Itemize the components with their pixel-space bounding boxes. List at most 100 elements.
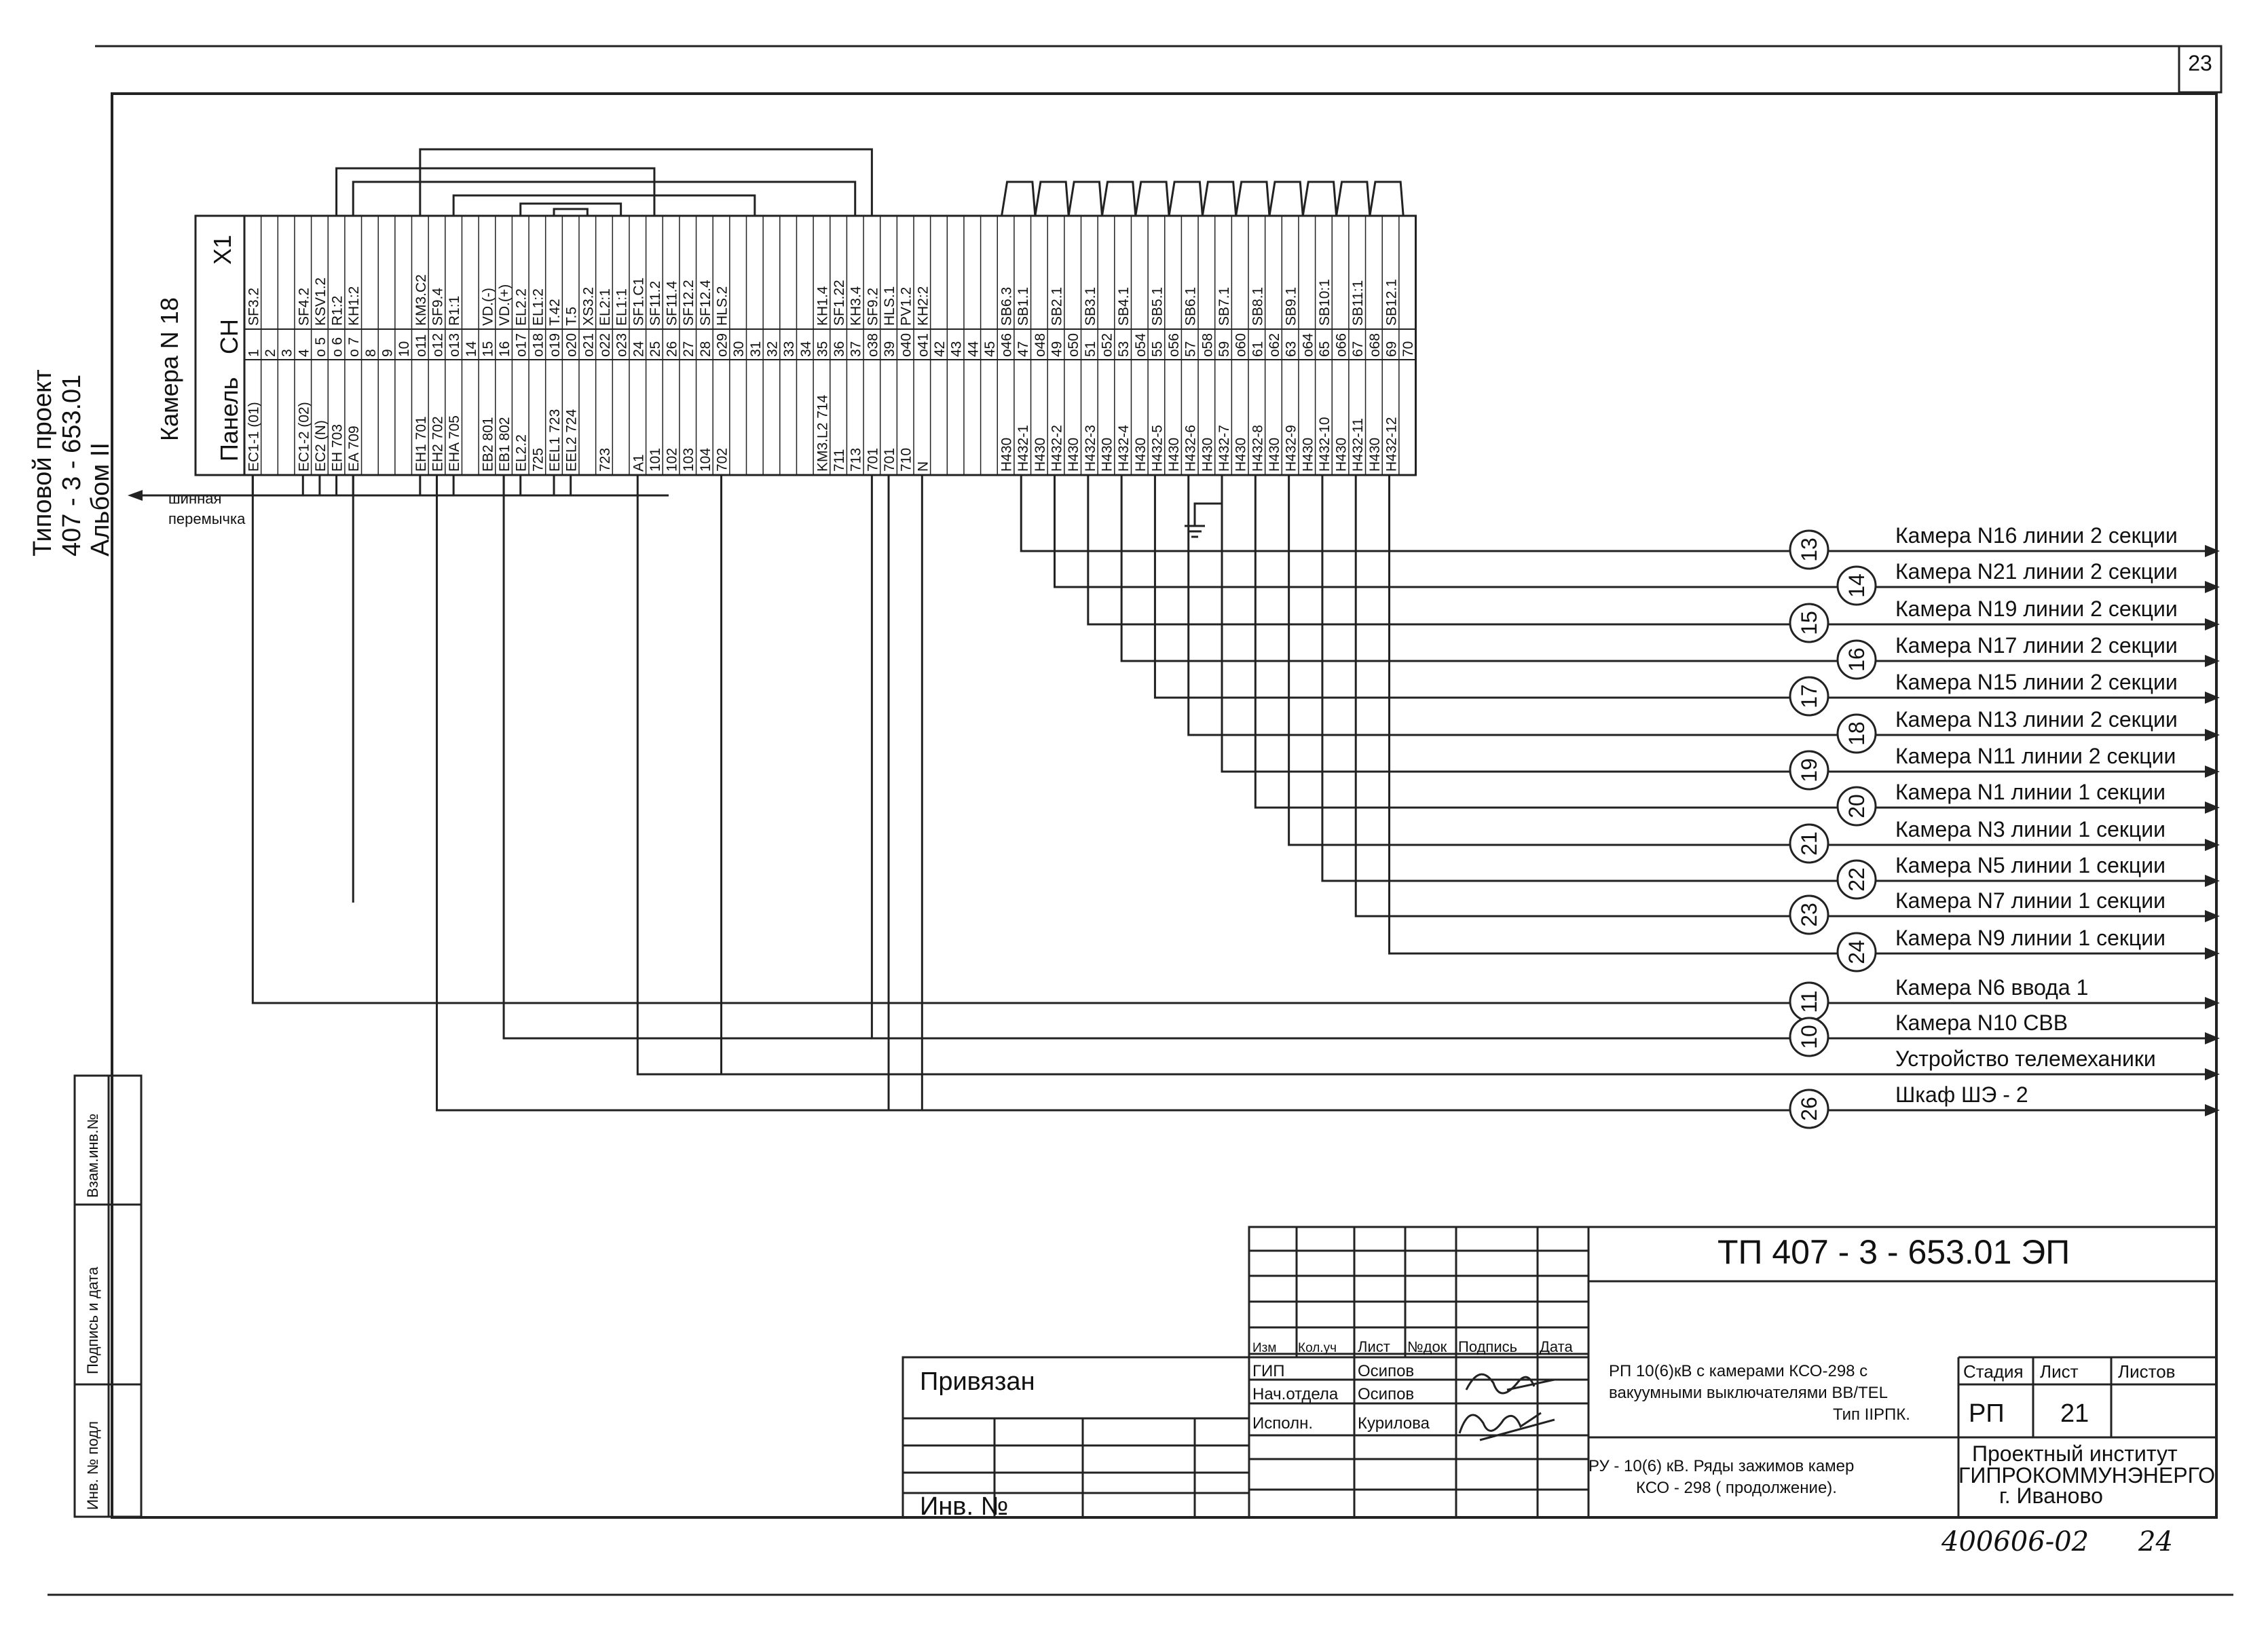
terminal-bottom-label: N — [915, 461, 931, 472]
terminal-bottom-label: EB1 802 — [497, 417, 513, 472]
terminal: 30 — [731, 341, 747, 357]
sb-jumper — [1034, 181, 1070, 216]
terminal-bottom-label: EC2 (N) — [313, 420, 329, 472]
terminal-number: o20 — [564, 333, 580, 357]
terminal-number: 53 — [1116, 341, 1132, 357]
connection-number-circle — [1836, 565, 1877, 606]
terminal: 2 — [263, 349, 278, 357]
terminal-number: o52 — [1099, 333, 1115, 357]
head-izm: Изм — [1252, 1341, 1276, 1355]
terminal-number: 59 — [1216, 341, 1232, 357]
title-block — [901, 1226, 2218, 1519]
terminal-top-label: SF4.2 — [296, 288, 312, 326]
terminal-top-label: KH1.4 — [815, 286, 830, 326]
terminal-top-label: PV1.2 — [899, 287, 914, 326]
terminal-bottom-label: H432-2 — [1049, 425, 1065, 472]
list-value: 21 — [2060, 1399, 2089, 1428]
connection-number-circle — [1836, 786, 1877, 827]
terminal: 42 — [932, 341, 948, 357]
sb-jumper — [1369, 181, 1405, 216]
connection-number: 24 — [1844, 940, 1869, 964]
top-jumper — [335, 167, 656, 216]
connection-number: 11 — [1797, 990, 1821, 1013]
terminal-bottom-label: H430 — [1066, 438, 1081, 472]
terminal-number: o17 — [514, 333, 529, 357]
terminal-number: 2 — [263, 349, 278, 357]
terminal-top-label: SB10:1 — [1317, 279, 1333, 326]
listov-label: Листов — [2118, 1361, 2175, 1382]
terminal-top-label: KM3.C2 — [413, 274, 429, 326]
terminal: 14 — [464, 341, 479, 357]
terminal-number: o68 — [1367, 333, 1383, 357]
sb-jumper — [1201, 181, 1238, 216]
terminal-top-label: T.5 — [564, 307, 580, 326]
terminal-number: 31 — [748, 341, 764, 357]
connection-label: Камера N15 линии 2 секции — [1895, 670, 2178, 694]
role-nach: Нач.отдела — [1252, 1385, 1339, 1403]
terminal: 44 — [965, 341, 981, 357]
terminal-bottom-label: 711 — [832, 449, 847, 472]
terminal-bottom-label: 701 — [882, 448, 897, 472]
connection-number-circle — [1789, 529, 1829, 570]
terminal-number: 61 — [1250, 341, 1265, 357]
stadiya-label: Стадия — [1963, 1361, 2024, 1382]
sb-jumper — [1268, 181, 1304, 216]
terminal-number: o13 — [447, 333, 462, 357]
camera-label: Камера N 18 — [155, 297, 183, 441]
terminal-top-label: EL2:1 — [597, 288, 613, 326]
terminal-bottom-label: KM3.L2 714 — [815, 394, 830, 472]
terminal-number: o38 — [865, 333, 880, 357]
connection-label: Камера N16 линии 2 секции — [1895, 523, 2178, 548]
head-doc: №док — [1407, 1338, 1447, 1355]
terminal-number: 44 — [965, 341, 981, 357]
terminal-number: 30 — [731, 341, 747, 357]
connection-label: Камера N1 линии 1 секции — [1895, 780, 2165, 804]
terminal-number: 51 — [1083, 341, 1098, 357]
terminal-bottom-label: EH 703 — [330, 424, 346, 472]
connection-label: Камера N6 ввода 1 — [1895, 975, 2088, 1000]
terminal: 31 — [748, 341, 764, 357]
terminal-bottom-label: H432-7 — [1216, 425, 1232, 472]
connection-number: 19 — [1797, 758, 1821, 782]
sheet-number: 23 — [2188, 51, 2212, 75]
terminal-number: o40 — [899, 333, 914, 357]
terminal-top-label: SB8.1 — [1250, 287, 1265, 326]
terminal-bottom-label: H430 — [1033, 438, 1048, 472]
inv-no-label: Инв. № — [920, 1492, 1008, 1521]
terminal-number: o60 — [1233, 333, 1249, 357]
terminal-bottom-label: H430 — [1334, 438, 1350, 472]
terminal-number: 16 — [497, 341, 513, 357]
terminal-number: o56 — [1166, 333, 1182, 357]
svg-text:Альбом II: Альбом II — [86, 442, 115, 556]
connection-label: Камера N7 линии 1 секции — [1895, 888, 2165, 913]
signature-1 — [1465, 1373, 1555, 1395]
terminal-bottom-label: H430 — [1367, 438, 1383, 472]
connection-number: 17 — [1797, 684, 1821, 708]
terminal-top-label: SB9.1 — [1284, 287, 1299, 326]
terminal-bottom-label: EB2 801 — [480, 417, 496, 472]
peremychka-label: перемычка — [168, 510, 246, 527]
terminal-number: 8 — [363, 349, 379, 357]
top-jumper — [419, 148, 873, 216]
terminal-bottom-label: 102 — [665, 448, 680, 472]
terminal: 8 — [363, 349, 379, 357]
connection-label: Камера N3 линии 1 секции — [1895, 817, 2165, 842]
terminal: 10 — [396, 341, 412, 357]
list-label: Лист — [2040, 1361, 2079, 1382]
terminal-bottom-label: H430 — [1267, 438, 1282, 472]
connection-number-circle — [1789, 676, 1829, 717]
terminal-number: o54 — [1133, 333, 1149, 357]
